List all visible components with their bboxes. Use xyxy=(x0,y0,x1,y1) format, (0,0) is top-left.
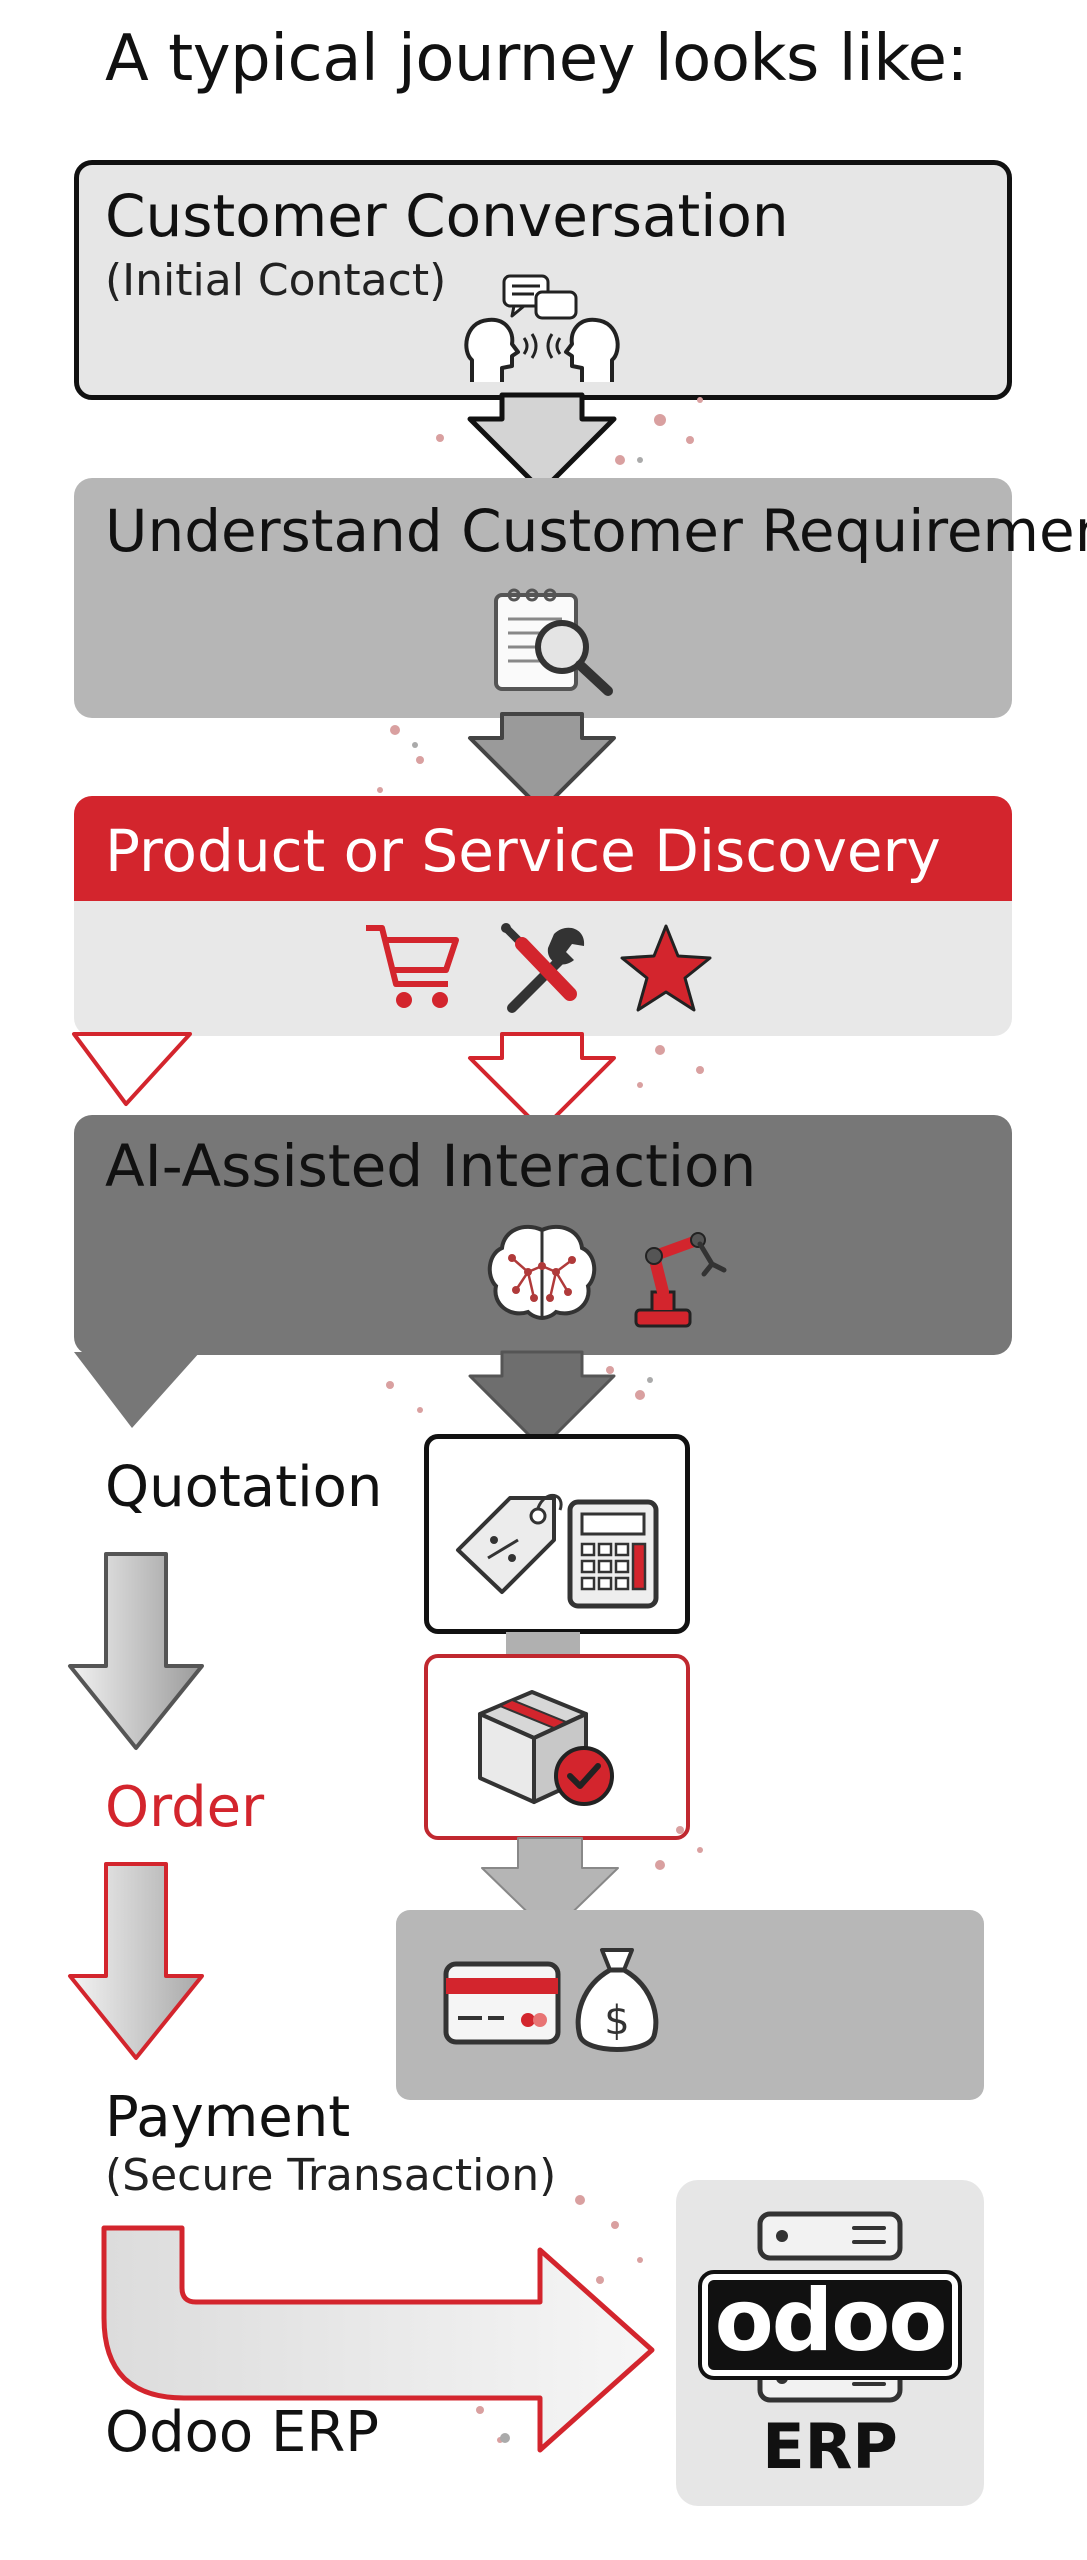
step-3-label: Product or Service Discovery xyxy=(105,817,941,885)
flow-arrow-1 xyxy=(467,392,617,494)
step-6-label: Order xyxy=(105,1775,265,1840)
speech-bubbles-icon xyxy=(502,274,578,320)
flow-notch-red xyxy=(72,1032,192,1106)
step-7-label: Payment xyxy=(105,2085,351,2150)
connector-quote-order xyxy=(506,1632,580,1656)
step-1-label: Customer Conversation xyxy=(105,182,789,250)
discovery-header-band xyxy=(74,796,1012,901)
step-7-sublabel: (Secure Transaction) xyxy=(105,2150,557,2201)
step-5-label: Quotation xyxy=(105,1455,383,1520)
step-1-sublabel: (Initial Contact) xyxy=(105,255,447,306)
flow-arrow-4 xyxy=(468,1350,616,1450)
flow-notch-dark xyxy=(74,1352,200,1428)
step-2-label: Understand Customer Requirement xyxy=(105,497,1087,565)
notepad-magnifier-icon xyxy=(494,588,613,696)
shopping-cart-icon xyxy=(366,925,459,1008)
step-8-label: Odoo ERP xyxy=(105,2400,380,2465)
money-bag-icon: $ xyxy=(575,1948,659,2052)
flow-arrow-2 xyxy=(468,712,616,812)
step-product-discovery xyxy=(74,796,1012,1036)
wrench-screwdriver-icon xyxy=(501,923,585,1013)
credit-card-icon xyxy=(443,1961,561,2045)
package-check-icon xyxy=(478,1690,614,1806)
robot-arm-icon xyxy=(634,1232,727,1328)
erp-caption: ERP xyxy=(762,2410,898,2483)
page-title: A typical journey looks like: xyxy=(105,22,968,96)
two-heads-talking-icon xyxy=(464,317,620,382)
flow-arrow-quote-order xyxy=(68,1552,204,1750)
odoo-logo-text: odoo xyxy=(714,2271,948,2371)
step-4-label: AI-Assisted Interaction xyxy=(105,1132,757,1200)
flow-arrow-order-payment-left xyxy=(68,1862,204,2060)
svg-text:$: $ xyxy=(604,1998,629,2044)
calculator-icon xyxy=(567,1499,659,1609)
flow-arrow-order-payment xyxy=(481,1837,619,1935)
odoo-logo xyxy=(698,2270,962,2380)
star-icon xyxy=(620,924,712,1012)
flow-arrow-3 xyxy=(468,1032,616,1132)
flow-arrow-to-erp xyxy=(101,2225,655,2453)
brain-network-icon xyxy=(487,1224,597,1321)
price-tag-icon xyxy=(456,1494,563,1594)
